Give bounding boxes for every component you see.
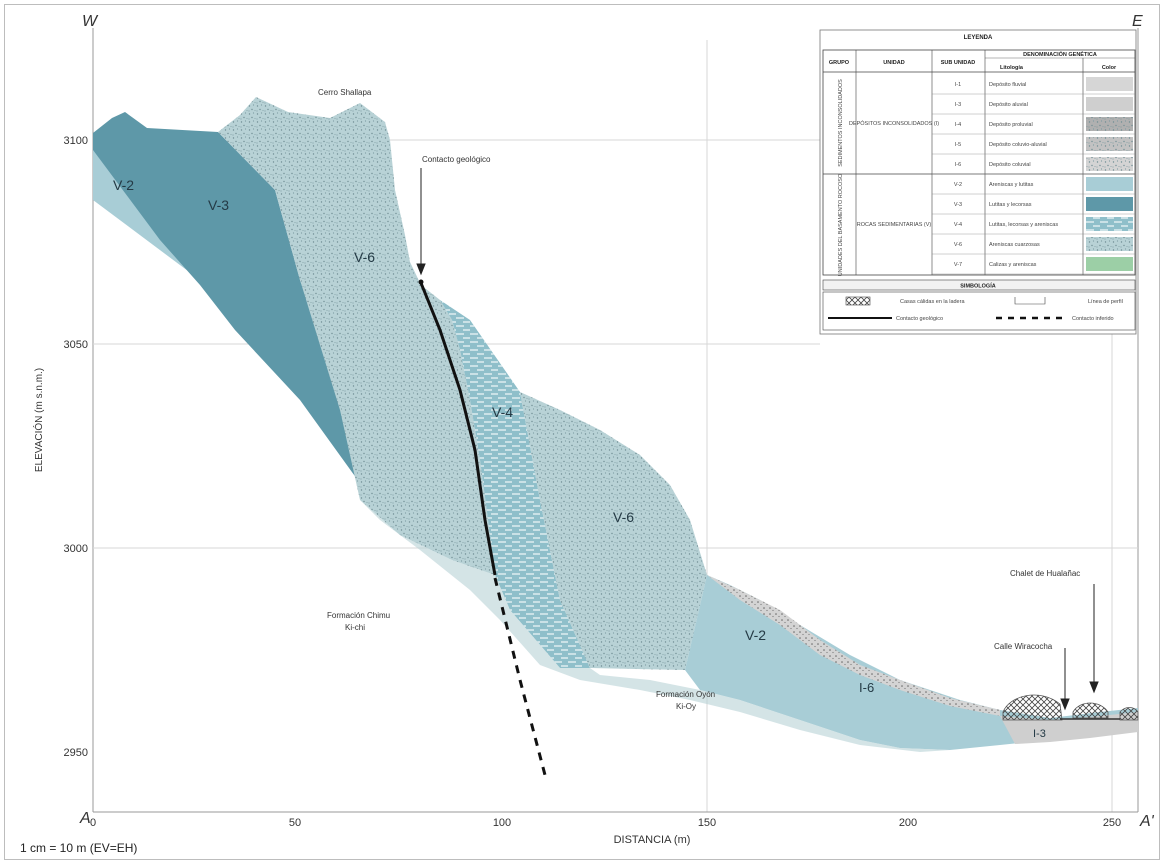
legend-row-code: V-4 [954,222,962,228]
legend-row-code: V-3 [954,202,962,208]
legend-row-swatch [1086,77,1133,91]
legend-row-lithology: Depósito proluvial [989,122,1033,128]
contact-label: Contacto geológico [422,155,491,164]
legend-row-lithology: Lutitas, lecorsas y areniscas [989,222,1058,228]
unit-v6-upper-texture [218,97,495,575]
chimu-code-label: Ki-chi [345,623,365,632]
legend-row-swatch-pattern [1086,237,1133,251]
unit-v6-lower-texture [520,392,707,670]
label-v4: V-4 [492,404,513,420]
legend-row-code: V-6 [954,242,962,248]
y-tick-2950: 2950 [64,747,88,759]
house-label: Chalet de Hualañac [1010,569,1080,578]
legend-header-color: Color [1102,65,1117,71]
symbol-profile-label: Línea de perfil [1088,299,1123,305]
buildings-cluster-2 [1072,702,1109,719]
unit-i6-texture [707,575,1000,716]
label-i6: I-6 [859,680,874,695]
legend-row-swatch-pattern [1086,157,1133,171]
legend-row-lithology: Depósito fluvial [989,82,1026,88]
leader-arrows [416,168,1099,711]
legend-row-lithology: Calizas y areniscas [989,262,1037,268]
legend-row-lithology: Areniscas y lutitas [989,182,1034,188]
legend-unit-2: ROCAS SEDIMENTARIAS (V) [857,222,932,228]
label-v6-lower: V-6 [613,509,634,525]
legend-group-2: UNIDADES DEL BASAMENTO ROCOSO [838,173,844,276]
y-tick-3100: 3100 [64,135,88,147]
legend-row-swatch-pattern [1086,117,1133,131]
legend-unit-1: DEPÓSITOS INCONSOLIDADOS (I) [849,120,939,127]
legend-header-subunit: SUB UNIDAD [941,60,976,66]
legend-row-swatch [1086,257,1133,271]
y-tick-3050: 3050 [64,339,88,351]
legend-row-swatch-pattern [1086,137,1133,151]
east-letter: E [1132,13,1143,30]
symbol-contact-label: Contacto geológico [896,316,943,322]
contact-start-point [418,279,424,285]
label-v2-left: V-2 [113,177,134,193]
legend-header-group: GRUPO [829,60,850,66]
symbol-profile-swatch [1014,297,1046,305]
legend-row-lithology: Lutitas y lecorsas [989,202,1032,208]
scale-note: 1 cm = 10 m (EV=EH) [20,841,137,855]
legend-row-code: I-5 [955,142,961,148]
x-tick-150: 150 [698,817,716,829]
geologic-units [93,97,1139,752]
oyon-name-label: Formación Oyón [656,690,715,699]
x-tick-200: 200 [899,817,917,829]
y-tick-3000: 3000 [64,543,88,555]
a-end-letter: A' [1139,813,1155,830]
figure-frame [4,4,1160,860]
peak-label: Cerro Shallapa [318,88,372,97]
label-v6-upper: V-6 [354,249,375,265]
legend-row-swatch [1086,97,1133,111]
x-axis-title: DISTANCIA (m) [614,834,691,846]
legend-row-code: I-3 [955,102,961,108]
west-letter: W [82,13,99,30]
chimu-name-label: Formación Chimu [327,611,390,620]
legend-group-1: SEDIMENTOS INCONSOLIDADOS [838,79,844,167]
a-start-letter: A [79,810,91,827]
x-tick-100: 100 [493,817,511,829]
legend-row-code: I-4 [955,122,961,128]
x-tick-0: 0 [90,817,96,829]
legend-header-denomination: DENOMINACIÓN GENÉTICA [1023,50,1097,58]
y-axis-title: ELEVACIÓN (m s.n.m.) [32,368,45,472]
legend-row-lithology: Depósito coluvial [989,162,1031,168]
x-tick-50: 50 [289,817,301,829]
street-label: Calle Wiracocha [994,642,1053,651]
geologic-contact-line [419,282,497,576]
legend-row-swatch-pattern [1086,217,1133,231]
legend-row-code: V-7 [954,262,962,268]
legend-title: LEYENDA [964,35,993,41]
legend-header-unit: UNIDAD [883,60,904,66]
legend-row-lithology: Depósito aluvial [989,102,1028,108]
symbol-inferred-label: Contacto inferido [1072,316,1114,322]
inferred-contact-line [493,577,547,776]
label-i3: I-3 [1033,728,1046,740]
x-tick-250: 250 [1103,817,1121,829]
legend-row-code: I-6 [955,162,961,168]
unit-v4-texture [421,285,590,668]
legend-row-swatch [1086,197,1133,211]
label-v3: V-3 [208,197,229,213]
unit-v2-right [685,575,1138,750]
symbology-title: SIMBOLOGÍA [960,282,995,290]
label-v2-right: V-2 [745,627,766,643]
legend: LEYENDA GRUPO UNIDAD SUB UNIDAD DENOMINA… [819,29,1137,335]
legend-row-lithology: Depósito coluvio-aluvial [989,142,1047,148]
unit-v3 [93,112,362,486]
legend-row-code: I-1 [955,82,961,88]
buildings-cluster-3 [1119,707,1139,721]
legend-row-swatch [1086,177,1133,191]
legend-row-lithology: Areniscas cuarzosas [989,242,1040,248]
symbol-buildings-swatch [845,296,871,306]
oyon-code-label: Ki-Oy [676,702,696,711]
symbol-buildings-label: Casas cálidas en la ladera [900,299,965,305]
legend-header-lithology: Litología [1000,65,1024,71]
buildings-cluster-1 [1002,694,1063,721]
legend-row-code: V-2 [954,182,962,188]
